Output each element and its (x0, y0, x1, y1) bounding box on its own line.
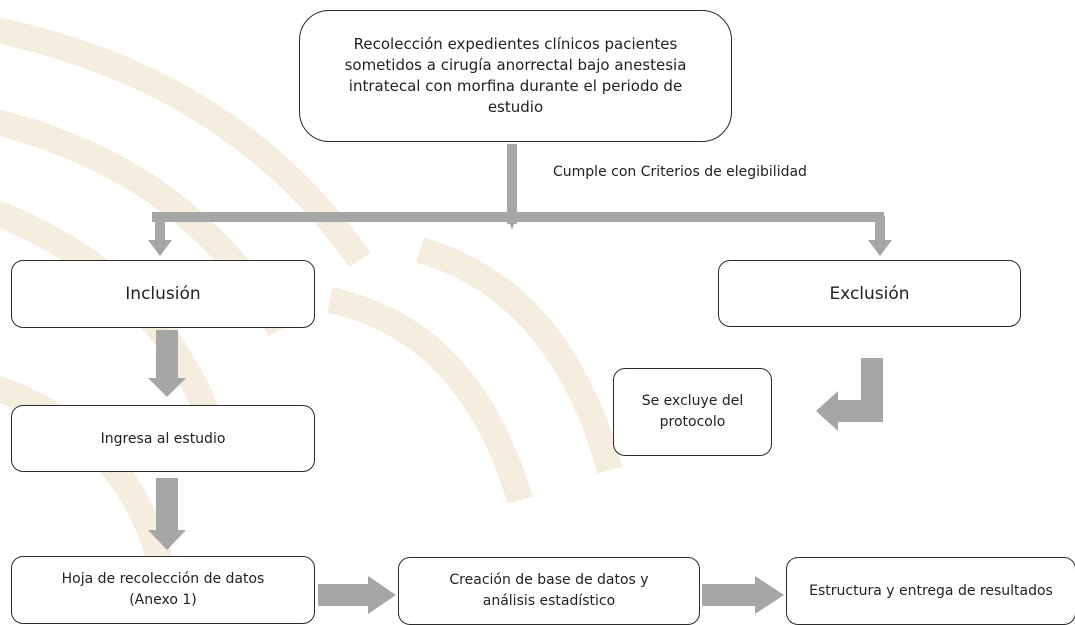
arrow-database-to-results (702, 576, 784, 614)
node-database-label: Creación de base de datos y análisis est… (449, 572, 649, 609)
arrow-enters-to-datasheet (148, 478, 186, 550)
node-enters-label: Ingresa al estudio (100, 430, 226, 447)
node-start-label: Recolección expedientes clínicos pacient… (344, 35, 687, 116)
node-start: Recolección expedientes clínicos pacient… (299, 10, 732, 142)
node-exclusion: Exclusión (718, 260, 1021, 327)
edge-label-eligibility: Cumple con Criterios de elegibilidad (553, 164, 807, 180)
node-data-sheet: Hoja de recolección de datos (Anexo 1) (11, 556, 315, 624)
arrow-exclusion-to-excluded (816, 358, 883, 431)
node-inclusion: Inclusión (11, 260, 315, 328)
node-results-label: Estructura y entrega de resultados (809, 583, 1053, 599)
branch-connector (152, 144, 884, 230)
arrow-inclusion-to-enters (148, 330, 186, 397)
arrow-datasheet-to-database (318, 576, 396, 614)
node-database: Creación de base de datos y análisis est… (398, 557, 700, 625)
arrow-to-exclusion (868, 216, 892, 256)
node-exclusion-label: Exclusión (829, 283, 910, 304)
node-results: Estructura y entrega de resultados (786, 557, 1075, 625)
node-inclusion-label: Inclusión (125, 284, 201, 304)
arrow-to-inclusion (148, 216, 172, 256)
node-enters: Ingresa al estudio (11, 405, 315, 472)
node-excluded: Se excluye del protocolo (613, 368, 772, 456)
node-excluded-label: Se excluye del protocolo (641, 393, 744, 430)
node-data-sheet-label: Hoja de recolección de datos (Anexo 1) (61, 571, 265, 608)
